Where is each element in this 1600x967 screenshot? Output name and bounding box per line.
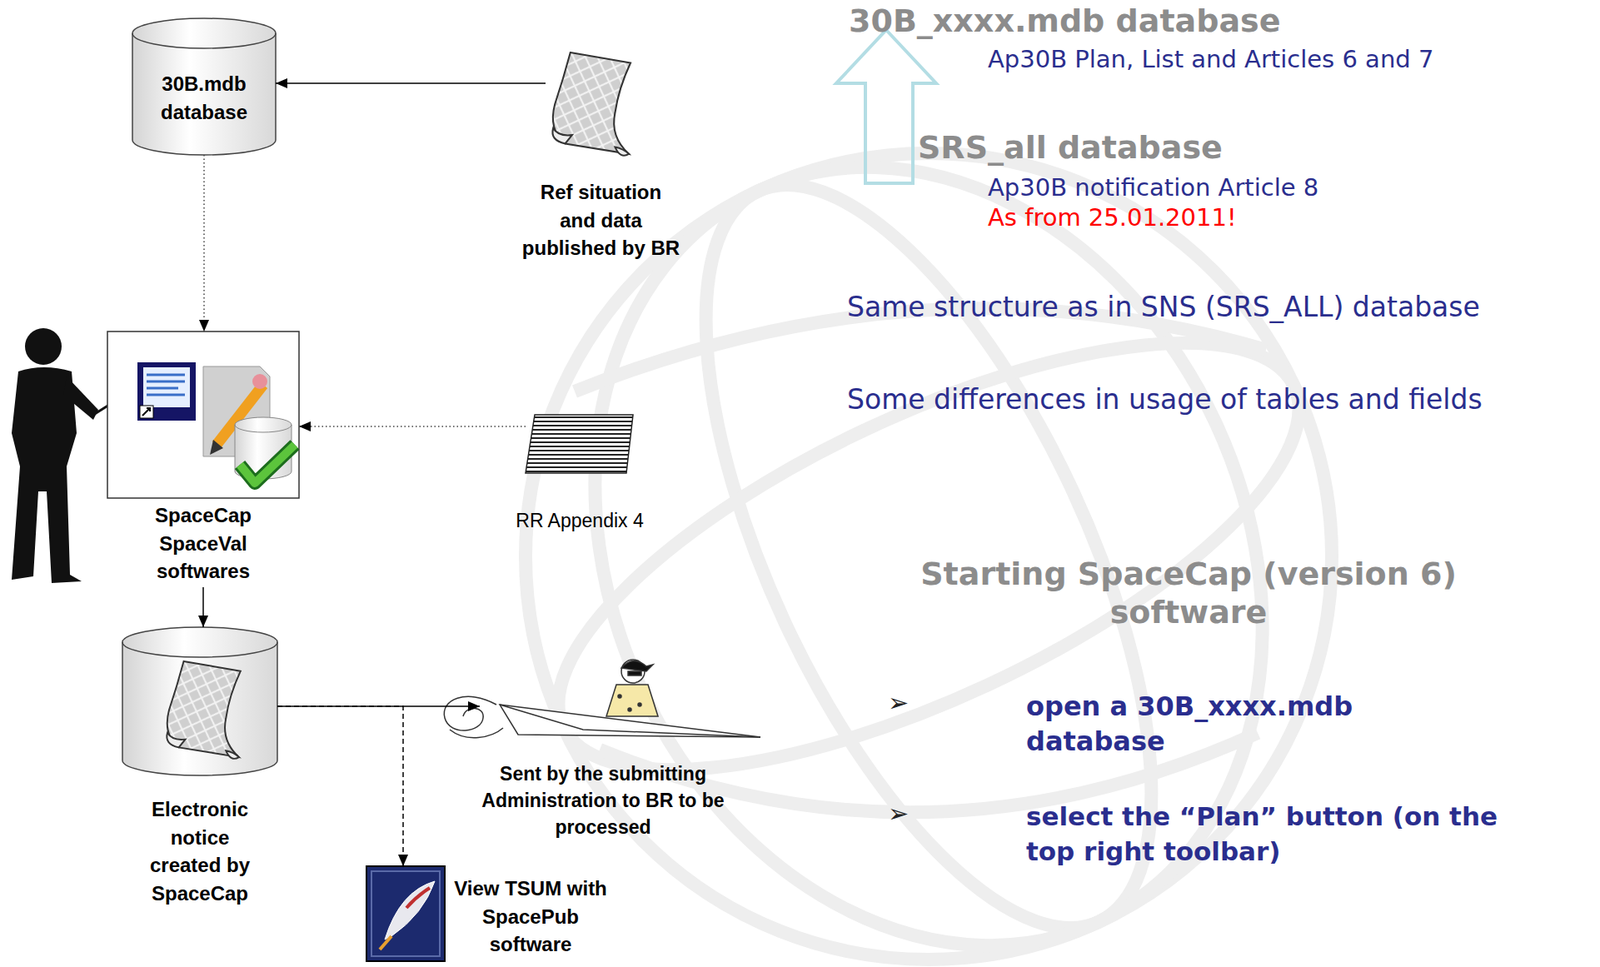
paper-plane bbox=[499, 704, 761, 738]
paper-stack bbox=[525, 414, 634, 474]
spacepub-icon bbox=[406, 887, 430, 908]
software-box bbox=[139, 405, 154, 419]
software-box bbox=[107, 331, 300, 499]
remark: Same structure as in SNS (SRS_ALL) datab… bbox=[847, 290, 1481, 324]
node-label: Ref situation and data published by BR bbox=[520, 178, 682, 263]
document-icon bbox=[552, 52, 631, 156]
section-heading: Starting SpaceCap (version 6) software bbox=[855, 555, 1522, 632]
spacepub-icon bbox=[366, 866, 445, 962]
database-heading: SRS_all database bbox=[917, 129, 1223, 168]
bullet-symbol: ➢ bbox=[887, 798, 909, 829]
spacepub-icon bbox=[366, 866, 445, 962]
node-label: RR Appendix 4 bbox=[492, 507, 668, 534]
step-text: open a 30B_xxxx.mdb database bbox=[1026, 689, 1418, 759]
database-cylinder bbox=[132, 33, 276, 49]
database-heading: 30B_xxxx.mdb database bbox=[848, 2, 1281, 41]
presenter-silhouette bbox=[24, 328, 62, 365]
database-node: 30B.mdb database bbox=[132, 18, 276, 155]
node-label: SpaceCap SpaceVal softwares bbox=[149, 501, 258, 586]
software-box bbox=[234, 424, 292, 433]
software-box bbox=[146, 374, 185, 395]
paper-plane bbox=[443, 659, 761, 738]
software-box bbox=[137, 362, 196, 421]
spacepub-icon bbox=[384, 881, 435, 940]
notice-cylinder bbox=[122, 627, 278, 776]
paper-plane bbox=[499, 704, 761, 738]
paper-plane bbox=[443, 696, 497, 731]
database-cylinder bbox=[132, 18, 276, 155]
database-note: Ap30B Plan, List and Articles 6 and 7 bbox=[987, 44, 1434, 75]
bullet-symbol: ➢ bbox=[887, 687, 909, 718]
node-label: View TSUM with SpacePub software bbox=[453, 874, 608, 959]
publication-node: View TSUM with SpacePub software bbox=[366, 866, 445, 962]
flow-connector bbox=[299, 425, 526, 428]
submission-node: Sent by the submitting Administration to… bbox=[479, 657, 763, 742]
notice-cylinder bbox=[166, 661, 241, 759]
paper-plane bbox=[618, 694, 622, 698]
software-box bbox=[239, 444, 295, 484]
step-text: select the “Plan” button (on the top rig… bbox=[1026, 799, 1501, 870]
spacepub-icon bbox=[371, 871, 440, 957]
node-label: Sent by the submitting Administration to… bbox=[461, 760, 745, 842]
flow-connector bbox=[203, 154, 205, 332]
database-note: Ap30B notification Article 8 bbox=[987, 173, 1319, 203]
notice-cylinder bbox=[122, 627, 278, 776]
paper-plane bbox=[628, 707, 632, 712]
node-label: 30B.mdb database bbox=[141, 69, 267, 126]
software-box bbox=[239, 444, 295, 484]
database-cylinder bbox=[132, 18, 276, 155]
paper-plane bbox=[621, 660, 653, 672]
paper-plane bbox=[606, 684, 658, 717]
paper-plane bbox=[638, 702, 642, 707]
document-node: Ref situation and data published by BR bbox=[545, 50, 634, 159]
remark: Some differences in usage of tables and … bbox=[847, 383, 1483, 417]
software-box bbox=[252, 373, 268, 389]
notice-cylinder bbox=[122, 642, 278, 658]
notice-node: Electronic notice created by SpaceCap bbox=[122, 627, 278, 910]
flow-connector bbox=[275, 82, 546, 85]
appendix-node: RR Appendix 4 bbox=[525, 413, 634, 475]
software-box bbox=[143, 367, 190, 408]
spacepub-icon bbox=[379, 936, 392, 950]
presenter-silhouette bbox=[63, 376, 99, 420]
software-box bbox=[209, 439, 224, 455]
date-note: As from 25.01.2011! bbox=[987, 203, 1237, 233]
software-box bbox=[142, 408, 150, 416]
flow-connector bbox=[277, 706, 404, 867]
flow-connector bbox=[202, 587, 205, 628]
software-box bbox=[107, 331, 300, 499]
paper-plane bbox=[449, 727, 504, 738]
software-node: SpaceCap SpaceVal softwares bbox=[107, 331, 300, 588]
paper-plane bbox=[628, 671, 642, 676]
node-label: Electronic notice created by SpaceCap bbox=[137, 795, 263, 908]
